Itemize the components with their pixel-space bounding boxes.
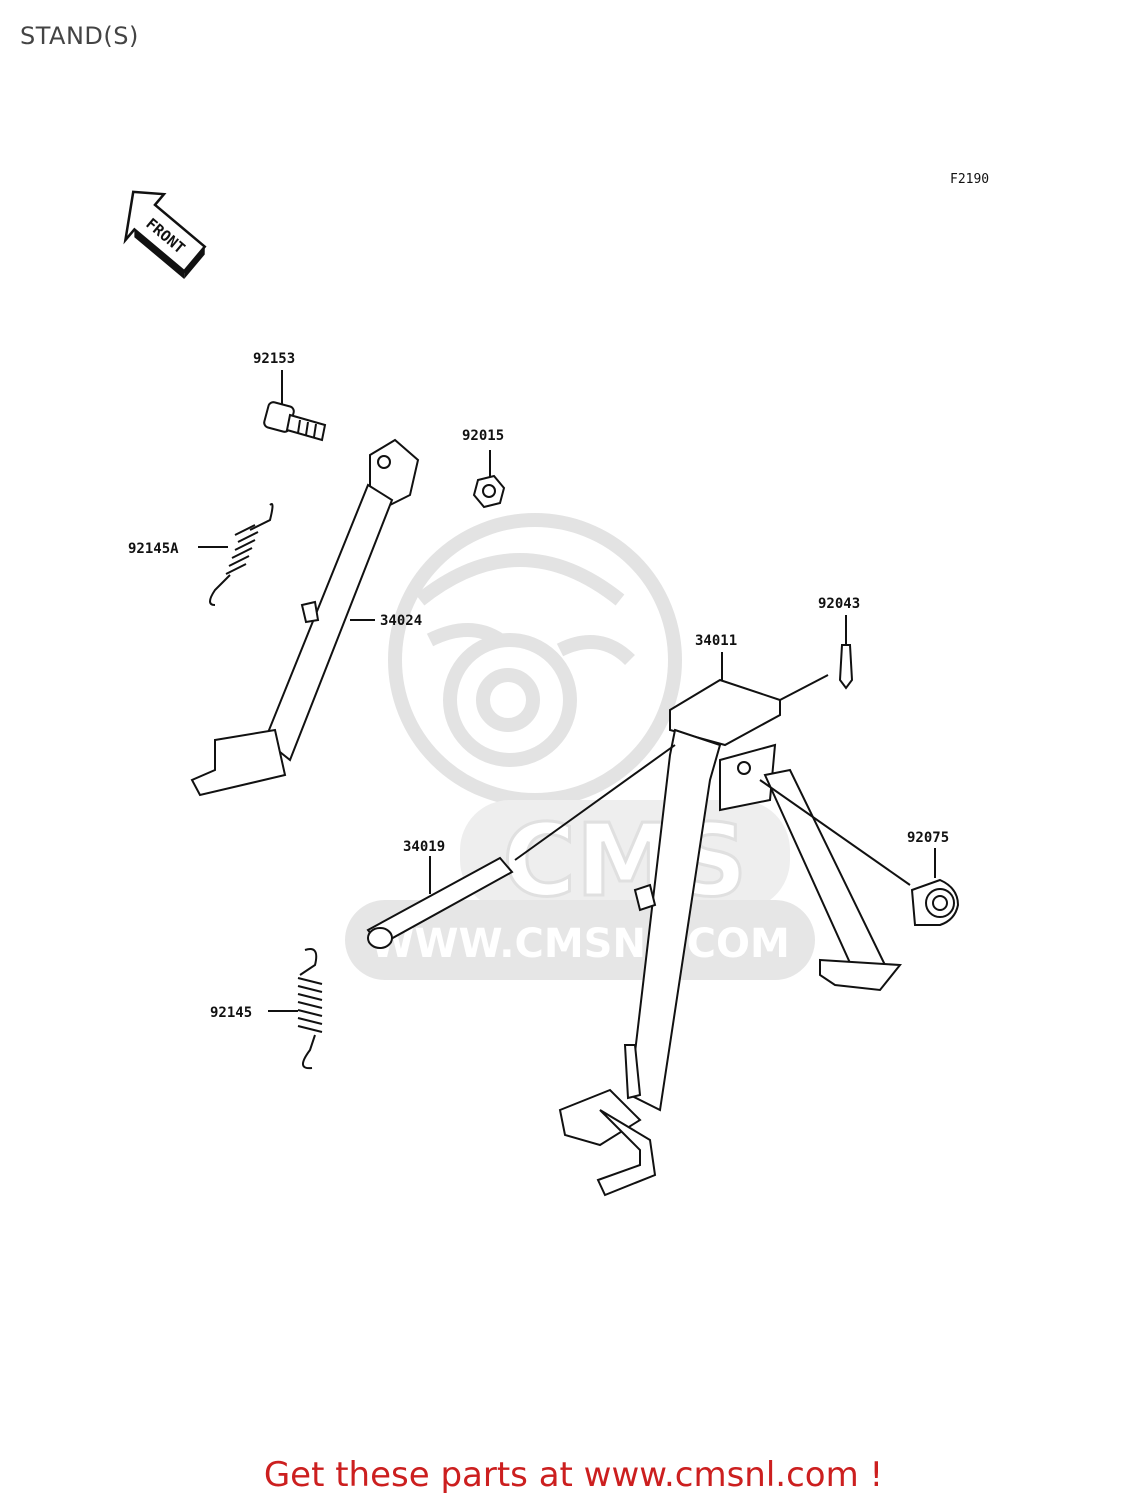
label-92075: 92075 <box>907 830 949 846</box>
center-stand-34011 <box>558 652 902 1197</box>
cotter-pin-92043 <box>838 615 854 690</box>
watermark-url-text: WWW.CMSNL.COM <box>370 921 790 967</box>
page-title: STAND(S) <box>20 22 139 50</box>
figure-code: F2190 <box>950 172 990 187</box>
watermark: CMS WWW.CMSNL.COM <box>345 513 815 980</box>
label-34019: 34019 <box>403 839 445 855</box>
cta-link[interactable]: Get these parts at www.cmsnl.com ! <box>263 1455 884 1495</box>
bolt-92153 <box>263 370 327 442</box>
watermark-mascot-icon <box>388 513 682 807</box>
spring-92145 <box>268 948 323 1070</box>
nut-92015 <box>472 450 506 509</box>
parts-diagram: CMS WWW.CMSNL.COM FRONT <box>123 190 960 1197</box>
label-34011: 34011 <box>695 633 737 649</box>
spring-92145A <box>198 503 274 606</box>
label-92153: 92153 <box>253 351 295 367</box>
front-arrow-icon: FRONT <box>123 190 207 279</box>
label-92015: 92015 <box>462 428 504 444</box>
bushing-92075 <box>759 779 960 926</box>
side-stand-34024 <box>190 438 420 797</box>
label-92043: 92043 <box>818 596 860 612</box>
label-92145: 92145 <box>210 1005 252 1021</box>
watermark-url-pill <box>345 900 815 980</box>
shaft-34019 <box>366 744 676 949</box>
label-92145A: 92145A <box>128 541 179 557</box>
label-34024: 34024 <box>380 613 422 629</box>
